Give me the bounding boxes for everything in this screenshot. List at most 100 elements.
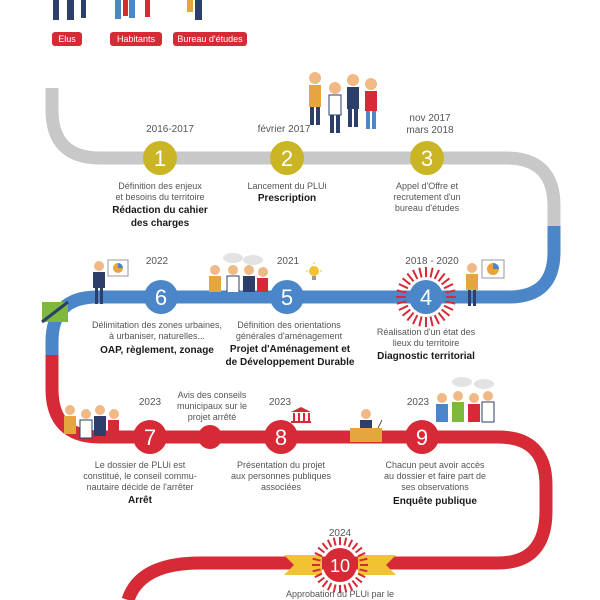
burst-ray (326, 539, 333, 548)
step-4-burst (396, 267, 456, 327)
burst-ray (312, 557, 321, 562)
burst-ray (418, 267, 423, 278)
step-2-date: février 2017 (257, 124, 311, 135)
legend-figures-illustration (53, 0, 202, 20)
burst-ray (347, 539, 354, 548)
burst-ray (437, 312, 446, 322)
step-10-date: 2024 (328, 528, 352, 539)
burst-ray (332, 537, 337, 546)
step-10-desc: Approbation du PLUi par le (285, 589, 395, 599)
burst-ray (357, 551, 366, 558)
step-6-desc: Délimitation des zones urbaines,à urbani… (91, 320, 223, 341)
burst-ray (445, 300, 456, 305)
burst-ray (317, 576, 325, 584)
burst-ray (359, 568, 368, 573)
burst-ray (314, 551, 323, 558)
step-8-date: 2023 (268, 397, 292, 408)
step-10-circle (323, 548, 357, 582)
step-6-date: 2022 (145, 256, 169, 267)
step-6-title: OAP, règlement, zonage (100, 345, 214, 356)
burst-ray (433, 314, 440, 325)
burst-ray (406, 272, 415, 282)
burst-ray (343, 584, 348, 593)
burst-ray (437, 272, 446, 282)
territory-map-icon (41, 300, 69, 324)
step-7-title: Arrêt (128, 495, 152, 506)
burst-ray (398, 304, 409, 311)
step-2-circle (270, 141, 304, 175)
approval-ribbon (284, 555, 396, 575)
public-group-illustration (436, 377, 495, 423)
step-10-burst (312, 537, 368, 593)
burst-ray (401, 308, 411, 317)
step-5-circle (270, 280, 304, 314)
burst-ray (445, 289, 456, 294)
burst-ray (347, 582, 354, 591)
institution-icon (291, 407, 311, 423)
step-4-circle (409, 280, 443, 314)
step-3-number: 3 (421, 146, 433, 171)
step-6-number: 6 (155, 285, 167, 310)
step-7-circle (133, 420, 167, 454)
meeting-group-illustration (209, 253, 269, 295)
legend-pill-elus: Elus (52, 32, 82, 46)
step-3-date-line2: mars 2018 (406, 125, 454, 136)
burst-ray (351, 580, 359, 588)
step-3-date-line1: nov 2017 (409, 113, 451, 124)
burst-ray (429, 316, 434, 327)
burst-ray (429, 267, 434, 278)
legend-pill-habitants: Habitants (110, 32, 162, 46)
burst-ray (441, 277, 451, 286)
step-9-number: 9 (416, 425, 428, 450)
burst-ray (332, 584, 337, 593)
burst-ray (357, 572, 366, 579)
step-4-number: 4 (420, 285, 432, 310)
step-3-circle (410, 141, 444, 175)
burst-ray (321, 542, 329, 550)
burst-ray (433, 269, 440, 280)
burst-ray (321, 580, 329, 588)
step-2-desc: Lancement du PLUi (247, 181, 327, 191)
step-9-circle (405, 420, 439, 454)
lightbulb-icon (306, 262, 322, 280)
burst-ray (441, 308, 451, 317)
step-9-date: 2023 (406, 397, 430, 408)
speaker-podium-illustration (350, 409, 383, 442)
step-2-number: 2 (281, 146, 293, 171)
step-4-title: Diagnostic territorial (377, 351, 475, 362)
burst-ray (355, 546, 363, 554)
burst-ray (443, 304, 454, 311)
step-6-circle (144, 280, 178, 314)
burst-ray (443, 283, 454, 290)
burst-ray (412, 269, 419, 280)
step-8-number: 8 (275, 425, 287, 450)
burst-ray (398, 283, 409, 290)
presenter-chart-illustration (466, 259, 505, 306)
burst-ray (418, 316, 423, 327)
step-10-number: 10 (330, 556, 350, 576)
step-1-number: 1 (154, 146, 166, 171)
step-7-date: 2023 (138, 397, 162, 408)
step-9-title: Enquête publique (393, 496, 477, 507)
step-1-date: 2016-2017 (146, 124, 194, 135)
burst-ray (317, 546, 325, 554)
step-8-circle (264, 420, 298, 454)
step-5-number: 5 (281, 285, 293, 310)
burst-ray (343, 537, 348, 546)
presenter-illustration (93, 259, 129, 304)
burst-ray (412, 314, 419, 325)
burst-ray (326, 582, 333, 591)
people-group-illustration (309, 72, 377, 133)
burst-ray (406, 312, 415, 322)
step-2-title: Prescription (257, 193, 317, 204)
burst-ray (396, 300, 407, 305)
burst-ray (359, 557, 368, 562)
